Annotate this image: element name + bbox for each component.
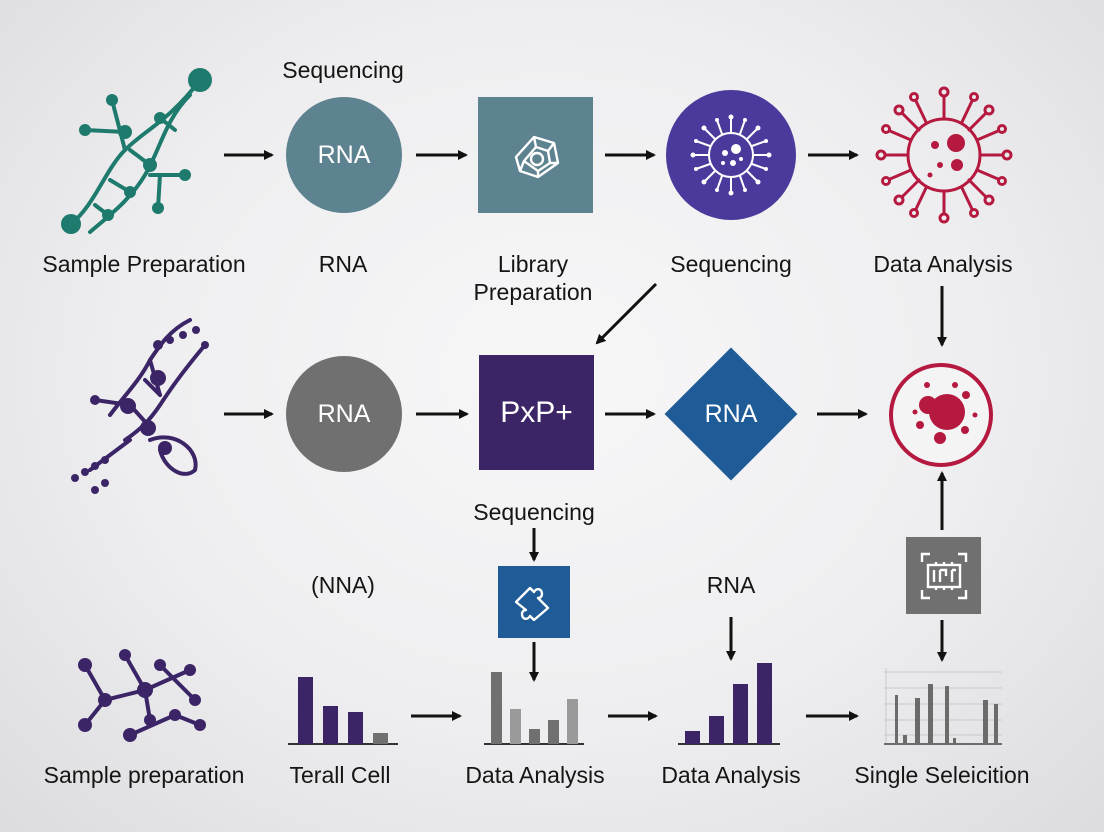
library-box — [478, 97, 593, 213]
label-rna-mid: RNA — [706, 572, 756, 598]
rna-circle-gray: RNA — [286, 356, 402, 472]
label-sample-preparation: Sample Preparation — [42, 251, 246, 277]
purple-dna-strand-icon — [71, 318, 209, 494]
rna-circle-gray-text: RNA — [317, 399, 371, 428]
rna-circle-text: RNA — [317, 140, 371, 169]
sequencing-top-label: Sequencing — [282, 57, 404, 83]
label-library-preparation: Library Preparation — [473, 251, 593, 305]
label-sequencing: Sequencing — [670, 251, 792, 277]
box-cube-icon — [514, 135, 559, 179]
puzzle-icon — [514, 586, 550, 622]
row1-arrows — [224, 150, 947, 347]
gray-bar-chart-icon — [484, 672, 584, 745]
teal-dna-strand-icon — [61, 68, 212, 234]
crimson-cell-icon — [875, 86, 1013, 224]
chip-icon — [920, 552, 967, 599]
bar-chart-icon — [288, 677, 398, 745]
label-data-analysis-1: Data Analysis — [465, 762, 605, 788]
label-rna: RNA — [318, 251, 368, 277]
row3-arrows — [411, 471, 947, 721]
virus-icon — [690, 114, 772, 196]
label-single-selection: Single Seleicition — [854, 762, 1030, 788]
pxp-box: PxP+ — [479, 355, 594, 470]
rna-diamond-label-holder: RNA — [681, 389, 781, 439]
label-terall-cell: Terall Cell — [289, 762, 391, 788]
rna-circle: RNA — [286, 97, 402, 213]
label-data-analysis: Data Analysis — [873, 251, 1013, 277]
label-nna: (NNA) — [311, 572, 375, 598]
puzzle-box — [498, 566, 570, 638]
molecule-network-icon — [78, 649, 206, 742]
label-data-analysis-2: Data Analysis — [661, 762, 801, 788]
rna-diamond-text: RNA — [704, 399, 758, 428]
grid-bar-chart-icon — [884, 668, 1002, 745]
label-sequencing-mid: Sequencing — [473, 499, 595, 525]
chip-box — [906, 537, 981, 614]
rising-bar-chart-icon — [678, 663, 780, 745]
crimson-cell-circle-icon — [889, 363, 993, 467]
sequencing-circle — [666, 90, 796, 220]
pxp-box-text: PxP+ — [500, 395, 573, 429]
arrow-seq-to-box — [595, 282, 658, 345]
label-sample-preparation-lower: Sample preparation — [43, 762, 245, 788]
